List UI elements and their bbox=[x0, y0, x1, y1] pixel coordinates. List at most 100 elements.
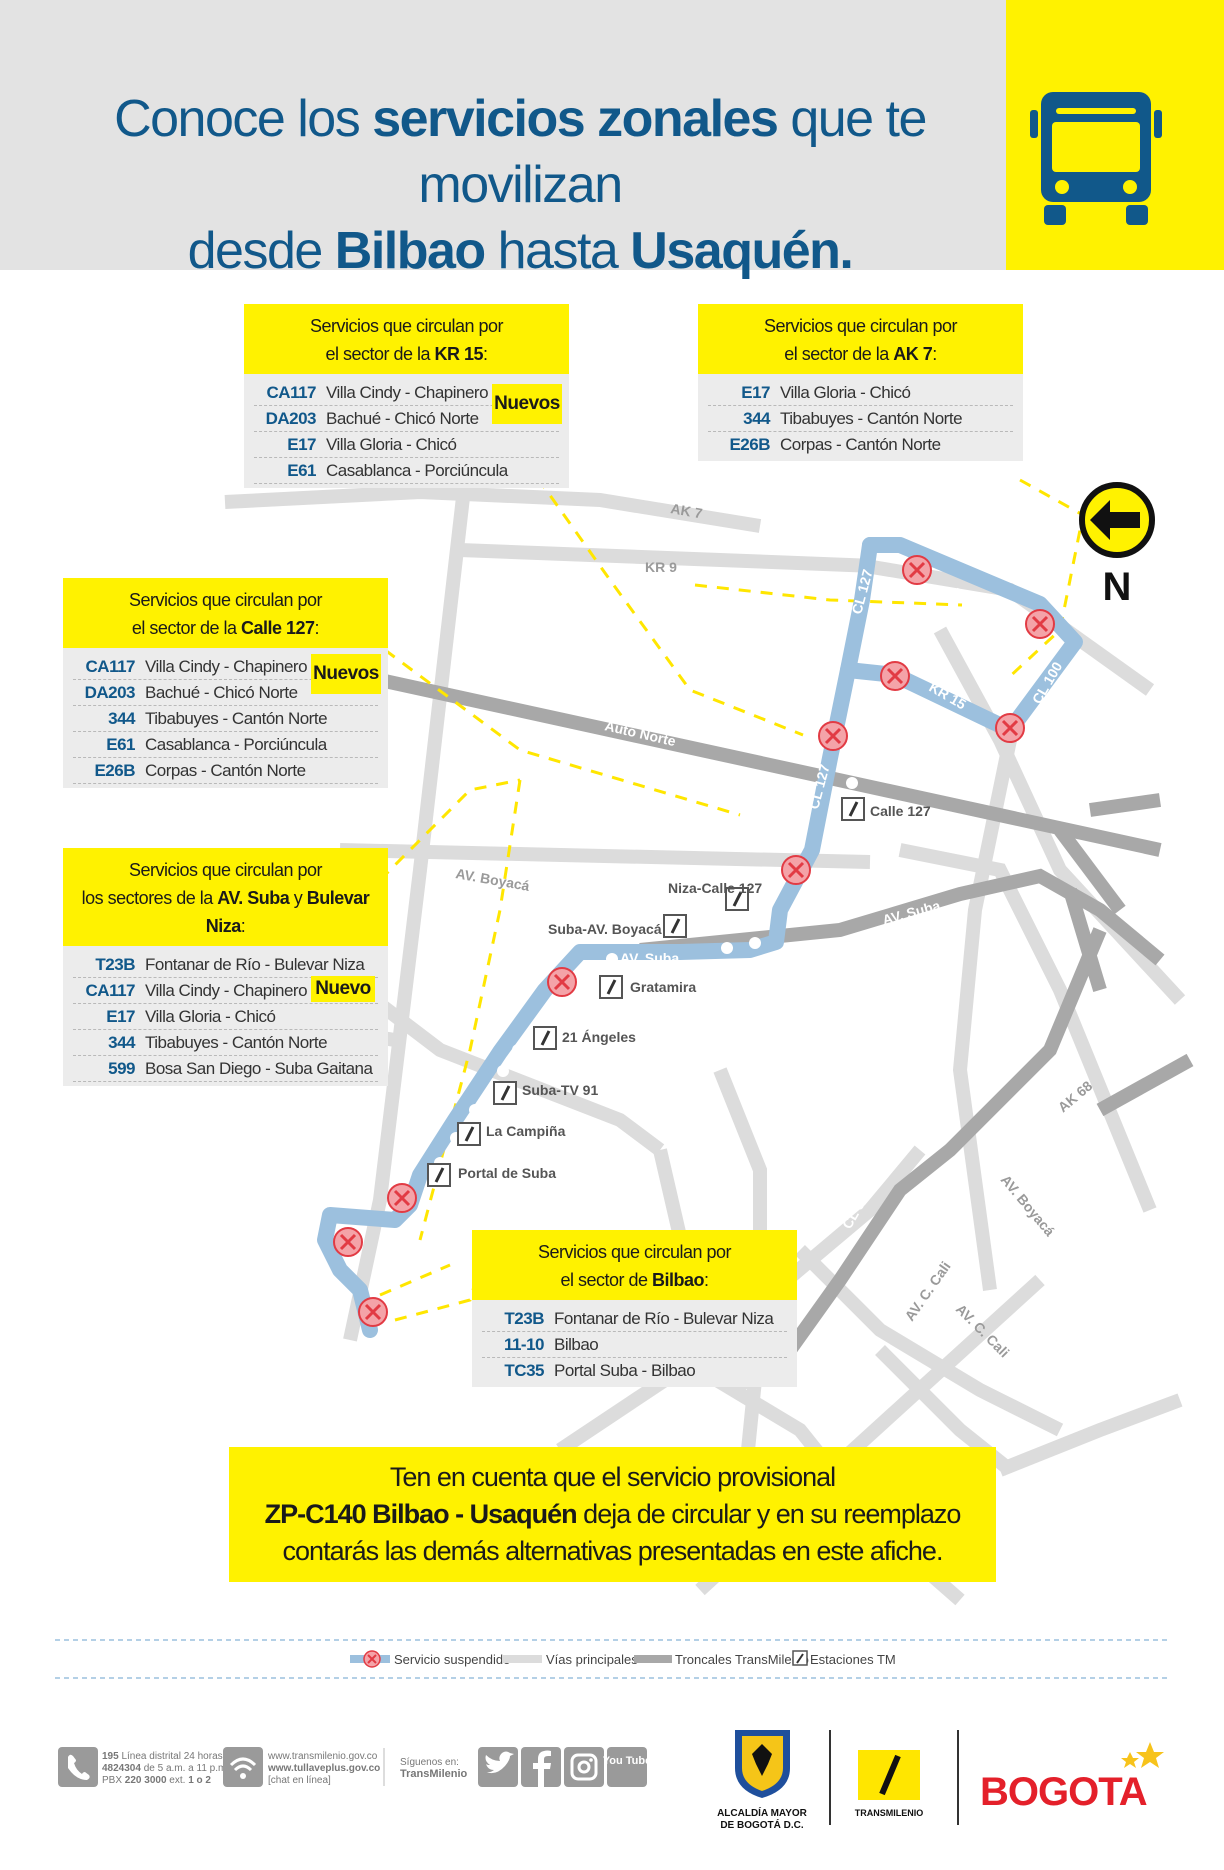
road-label-kr9: KR 9 bbox=[645, 559, 677, 575]
box-suba-header: Servicios que circulan por los sectores … bbox=[63, 848, 388, 946]
station-label-campina: La Campiña bbox=[486, 1123, 566, 1139]
station-label-calle127: Calle 127 bbox=[870, 803, 931, 819]
legend-troncales: Troncales TransMilenio bbox=[675, 1652, 809, 1667]
arrow-left-icon bbox=[1090, 500, 1140, 540]
road-label-avboyaca2: AV. Boyacá bbox=[998, 1172, 1058, 1240]
box-ak7-header: Servicios que circulan por el sector de … bbox=[698, 304, 1023, 374]
svg-text:DE BOGOTÁ D.C.: DE BOGOTÁ D.C. bbox=[720, 1818, 804, 1831]
road-label-cl127-top: CL 127 bbox=[848, 567, 875, 615]
road-label-ak68: AK 68 bbox=[1055, 1077, 1096, 1115]
notice-box: Ten en cuenta que el servicio provisiona… bbox=[229, 1447, 996, 1582]
road-label-avcali: AV. C. Cali bbox=[901, 1258, 953, 1323]
box-suba: Servicios que circulan por los sectores … bbox=[63, 848, 388, 1086]
svg-text:BOGOTA: BOGOTA bbox=[980, 1770, 1147, 1814]
footer-graphics: 195 Línea distrital 24 horas 4824304 de … bbox=[58, 1730, 1164, 1831]
north-compass: N bbox=[1079, 482, 1155, 609]
svg-text:TransMilenio: TransMilenio bbox=[400, 1768, 468, 1780]
svg-text:Síguenos en:: Síguenos en: bbox=[400, 1757, 459, 1768]
header-banner bbox=[0, 0, 1006, 270]
box-bilbao-header: Servicios que circulan por el sector de … bbox=[472, 1230, 797, 1300]
suspended-markers bbox=[333, 555, 1055, 1327]
svg-text:TRANSMILENIO: TRANSMILENIO bbox=[855, 1808, 924, 1818]
station-labels: Calle 127 Niza-Calle 127 Suba-AV. Boyacá… bbox=[458, 803, 931, 1181]
svg-text:[chat en línea]: [chat en línea] bbox=[268, 1775, 331, 1786]
station-label-angeles: 21 Ángeles bbox=[562, 1029, 636, 1045]
footer: 195 Línea distrital 24 horas 4824304 de … bbox=[0, 1720, 1224, 1860]
svg-text:195 Línea distrital 24 horas: 195 Línea distrital 24 horas bbox=[102, 1751, 223, 1762]
alcaldia-shield-logo: ALCALDÍA MAYOR DE BOGOTÁ D.C. bbox=[717, 1730, 808, 1831]
leader-lines bbox=[378, 459, 1085, 1322]
box-kr15: Servicios que circulan por el sector de … bbox=[244, 304, 569, 488]
legend-main-roads: Vías principales bbox=[546, 1652, 638, 1667]
web-link-1: www.transmilenio.gov.co bbox=[267, 1751, 378, 1762]
transmilenio-logo: TRANSMILENIO bbox=[855, 1750, 924, 1818]
route-road-labels: CL 127 AK 7 KR 15 CL 100 Auto Norte CL 1… bbox=[603, 567, 1065, 1231]
road-label-cl80: CL 80 bbox=[969, 1014, 1007, 1052]
legend-stations: Estaciones TM bbox=[810, 1652, 896, 1667]
phone-icon bbox=[58, 1747, 98, 1787]
instagram-icon[interactable] bbox=[564, 1747, 604, 1787]
box-bilbao: Servicios que circulan por el sector de … bbox=[472, 1230, 797, 1387]
legend: Servicio suspendido Vías principales Tro… bbox=[55, 1639, 1170, 1679]
road-label-ak7: AK 7 bbox=[669, 500, 703, 521]
svg-text:PBX 220 3000 ext. 1 o 2: PBX 220 3000 ext. 1 o 2 bbox=[102, 1775, 211, 1786]
box-calle127: Servicios que circulan por el sector de … bbox=[63, 578, 388, 788]
new-badge: Nuevos bbox=[492, 384, 562, 424]
road-label-avboyaca: AV. Boyacá bbox=[454, 865, 531, 894]
star-icon bbox=[1121, 1752, 1139, 1768]
new-badge: Nuevos bbox=[311, 654, 381, 694]
station-dots bbox=[434, 777, 858, 1169]
header-bus-panel bbox=[1006, 0, 1224, 270]
station-icons bbox=[427, 797, 865, 1187]
box-kr15-header: Servicios que circulan por el sector de … bbox=[244, 304, 569, 374]
svg-text:ALCALDÍA MAYOR: ALCALDÍA MAYOR bbox=[717, 1806, 808, 1819]
suspended-legend-icon bbox=[363, 1650, 381, 1668]
station-label-gratamira: Gratamira bbox=[630, 979, 696, 995]
youtube-icon[interactable] bbox=[607, 1747, 647, 1787]
road-label-cl100: CL 100 bbox=[1029, 659, 1066, 707]
station-label-subatv91: Suba-TV 91 bbox=[522, 1082, 598, 1098]
new-badge: Nuevo bbox=[311, 976, 375, 1002]
star-icon bbox=[1136, 1742, 1164, 1768]
troncales bbox=[378, 673, 1194, 1355]
bogota-logo: BOGOTA bbox=[980, 1742, 1164, 1814]
legend-suspended: Servicio suspendido bbox=[394, 1652, 510, 1667]
station-label-portalsuba: Portal de Suba bbox=[458, 1165, 556, 1181]
station-label-subaboyaca: Suba-AV. Boyacá bbox=[548, 921, 662, 937]
road-label-avsuba-route: AV. Suba bbox=[620, 950, 679, 966]
box-ak7: Servicios que circulan por el sector de … bbox=[698, 304, 1023, 461]
compass-label: N bbox=[1103, 565, 1132, 609]
page-title: Conoce los servicios zonales que te movi… bbox=[114, 90, 927, 280]
bus-icon bbox=[1030, 92, 1162, 225]
web-link-2: www.tullaveplus.gov.co bbox=[267, 1763, 380, 1774]
svg-text:4824304 de 5 a.m. a 11 p.m.: 4824304 de 5 a.m. a 11 p.m. bbox=[102, 1763, 229, 1774]
road-label-autonorte: Auto Norte bbox=[603, 717, 677, 749]
svg-text:You Tube: You Tube bbox=[603, 1755, 651, 1767]
box-calle127-header: Servicios que circulan por el sector de … bbox=[63, 578, 388, 648]
